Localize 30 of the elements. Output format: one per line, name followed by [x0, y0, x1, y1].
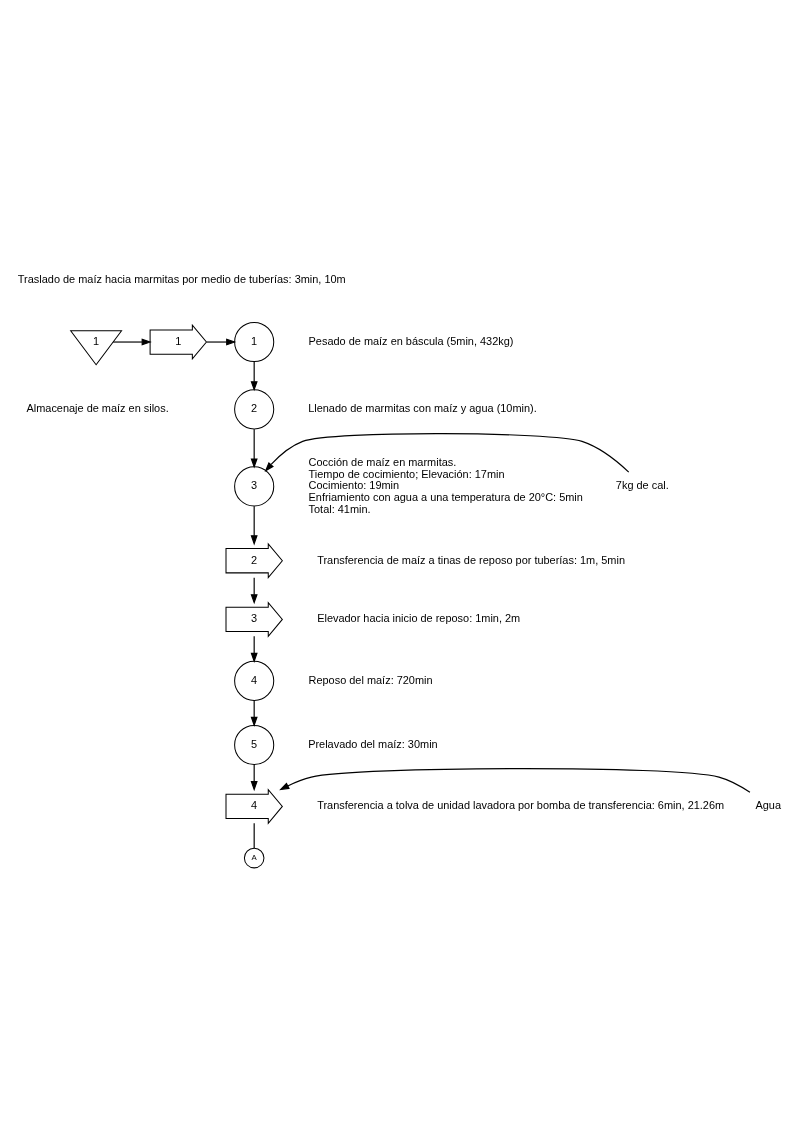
- arrow: [250, 360, 258, 391]
- node-label: Elevador hacia inicio de reposo: 1min, 2m: [317, 611, 521, 624]
- node-label: Total: 41min.: [308, 502, 371, 515]
- arrow: [250, 505, 258, 545]
- arrow: [264, 432, 630, 473]
- arrow: [250, 428, 258, 469]
- node-label: Pesado de maíz en báscula (5min, 432kg): [308, 334, 514, 347]
- node-circle: 1: [234, 321, 275, 362]
- node-label: Cocción de maíz en marmitas.: [308, 455, 457, 468]
- node-label: Prelavado del maíz: 30min: [308, 737, 438, 750]
- node-label: Almacenaje de maíz en silos.: [26, 401, 169, 414]
- node-label: Tiempo de cocimiento; Elevación: 17min: [308, 467, 505, 480]
- node-label: Transferencia a tolva de unidad lavadora por bomba de transferencia: 6min, 21.26m: [317, 798, 725, 811]
- node-label: Traslado de maíz hacia marmitas por medio de tuberías: 3min, 10m: [17, 272, 346, 285]
- node-circle: 3: [234, 465, 275, 506]
- arrow: [206, 337, 237, 346]
- node-circle: 5: [234, 724, 275, 765]
- node-label: Transferencia de maíz a tinas de reposo por tuberías: 1m, 5min: [317, 553, 625, 566]
- node-label: Enfriamiento con agua a una temperatura de 20°C: 5min: [308, 490, 583, 503]
- node-circle: 4: [234, 660, 275, 701]
- node-label: Llenado de marmitas con maíz y agua (10min).: [308, 401, 537, 414]
- node-circle: A: [243, 847, 265, 868]
- arrow: [279, 767, 751, 793]
- node-label: Cocimiento: 19min: [308, 478, 400, 491]
- node-circle: 2: [234, 388, 275, 429]
- node-text: Agua: [755, 798, 782, 811]
- connector: [253, 822, 255, 849]
- node-label: Reposo del maíz: 720min: [308, 673, 433, 686]
- node-text: 7kg de cal.: [615, 478, 669, 491]
- arrow: [112, 337, 152, 346]
